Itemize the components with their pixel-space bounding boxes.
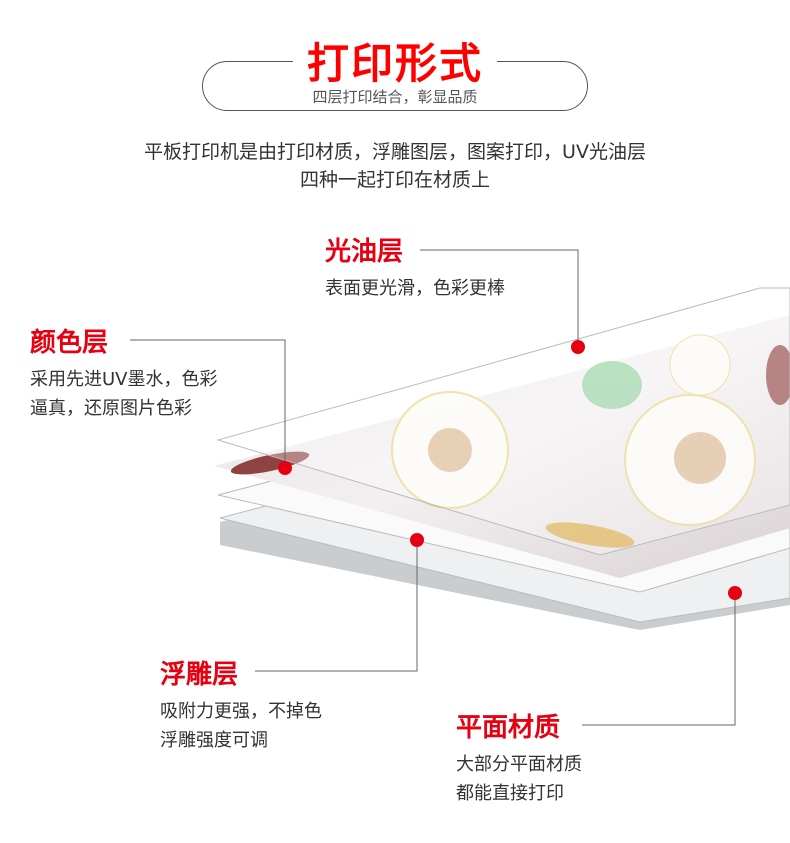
lotus-artwork bbox=[230, 334, 790, 548]
color-layer-dot bbox=[278, 461, 292, 475]
relief-layer-dot bbox=[410, 533, 424, 547]
callout-dots bbox=[278, 340, 742, 600]
callout-gloss: 光油层 表面更光滑，色彩更棒 bbox=[325, 237, 505, 299]
callout-relief: 浮雕层 吸附力更强，不掉色 浮雕强度可调 bbox=[160, 660, 322, 751]
callout-lines bbox=[130, 249, 736, 726]
base-layer-dot bbox=[728, 586, 742, 600]
intro-text: 平板打印机是由打印材质，浮雕图层，图案打印，UV光油层 四种一起打印在材质上 bbox=[144, 141, 646, 191]
callout-color: 颜色层 采用先进UV墨水，色彩 逼真，还原图片色彩 bbox=[30, 328, 218, 419]
page-title: 打印形式 bbox=[292, 39, 497, 88]
gloss-layer bbox=[216, 287, 790, 556]
callout-base: 平面材质 大部分平面材质 都能直接打印 bbox=[456, 713, 582, 804]
gloss-layer-dot bbox=[571, 340, 585, 354]
page-subtitle: 四层打印结合，彰显品质 bbox=[312, 88, 478, 106]
